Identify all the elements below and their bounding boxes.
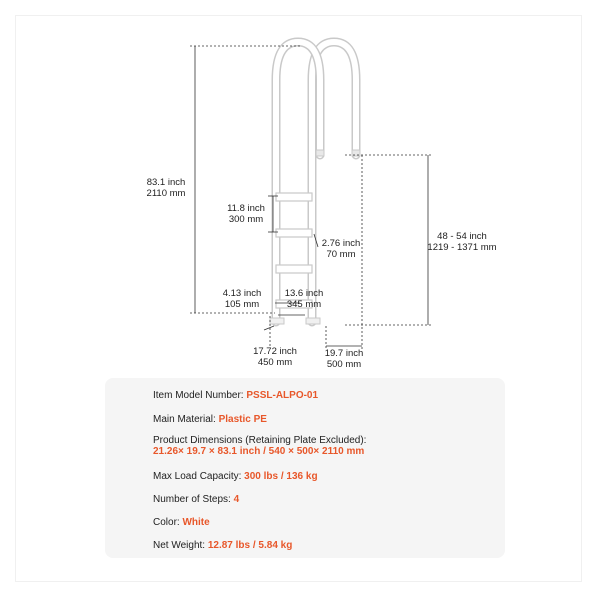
spec-value: 12.87 lbs / 5.84 kg <box>207 540 293 551</box>
spec-value: PSSL-ALPO-01 <box>246 390 319 401</box>
spec-value: Plastic PE <box>218 414 267 425</box>
spec-net-weight: Net Weight: 12.87 lbs / 5.84 kg <box>153 540 292 551</box>
ladder-foot <box>305 317 321 325</box>
spec-value: 300 lbs / 136 kg <box>244 471 318 482</box>
ladder-step <box>275 228 313 238</box>
spec-number-of-steps: Number of Steps: 4 <box>153 494 239 505</box>
spec-label: Color: <box>153 517 180 528</box>
spec-label: Product Dimensions (Retaining Plate Excl… <box>153 435 367 446</box>
spec-value: White <box>182 517 210 528</box>
ladder-steps <box>275 192 313 309</box>
spec-label: Item Model Number: <box>153 390 244 401</box>
ladder-foot <box>269 317 285 325</box>
spec-model-number: Item Model Number: PSSL-ALPO-01 <box>153 390 318 401</box>
spec-value: 21.26× 19.7 × 83.1 inch / 540 × 500× 211… <box>153 446 365 457</box>
dimension-lines <box>190 45 432 350</box>
spec-max-load: Max Load Capacity: 300 lbs / 136 kg <box>153 471 318 482</box>
rail-cap-back <box>351 149 361 157</box>
spec-label: Main Material: <box>153 414 216 425</box>
rail-cap-front <box>315 149 325 157</box>
spec-main-material: Main Material: Plastic PE <box>153 414 267 425</box>
ladder-step <box>275 192 313 202</box>
ladder-step <box>275 264 313 274</box>
spec-value: 4 <box>233 494 240 505</box>
spec-product-dimensions: Product Dimensions (Retaining Plate Excl… <box>153 435 366 457</box>
ladder-step <box>275 299 313 309</box>
spec-color: Color: White <box>153 517 210 528</box>
spec-label: Net Weight: <box>153 540 206 551</box>
spec-label: Max Load Capacity: <box>153 471 242 482</box>
specifications-panel: Item Model Number: PSSL-ALPO-01 Main Mat… <box>105 378 505 558</box>
pool-ladder-illustration <box>269 37 361 327</box>
spec-label: Number of Steps: <box>153 494 231 505</box>
